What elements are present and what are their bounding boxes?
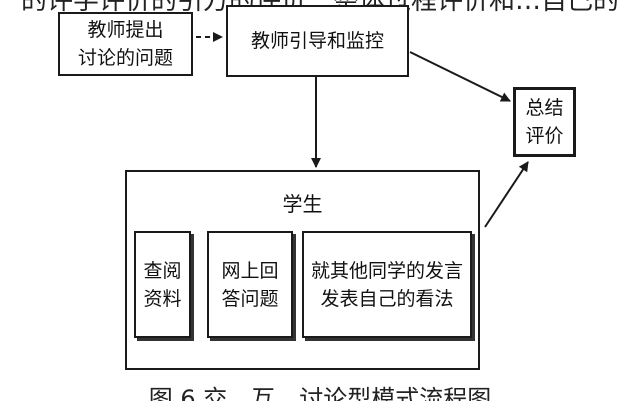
arrow-students-to-summary (484, 161, 529, 228)
express-label: 就其他同学的发言 发表自己的看法 (310, 259, 463, 310)
teacher-guide-label: 教师引导和监控 (250, 30, 384, 52)
lookup-box: 查阅 资料 (134, 231, 191, 338)
teacher-guide-box: 教师引导和监控 (226, 5, 409, 77)
express-box: 就其他同学的发言 发表自己的看法 (302, 231, 472, 338)
summary-box: 总结 评价 (513, 87, 576, 157)
online-answer-label: 网上回 答问题 (221, 259, 279, 310)
summary-label: 总结 评价 (525, 97, 564, 147)
teacher-question-label: 教师提出 讨论的问题 (77, 19, 173, 69)
arrow-guide-to-summary (409, 51, 511, 102)
online-answer-box: 网上回 答问题 (207, 231, 293, 338)
students-label: 学生 (282, 192, 323, 216)
teacher-question-box: 教师提出 讨论的问题 (58, 12, 193, 76)
lookup-label: 查阅 资料 (143, 259, 182, 310)
figure-caption: 图 6 交、互、讨论型模式流程图 (148, 385, 492, 401)
